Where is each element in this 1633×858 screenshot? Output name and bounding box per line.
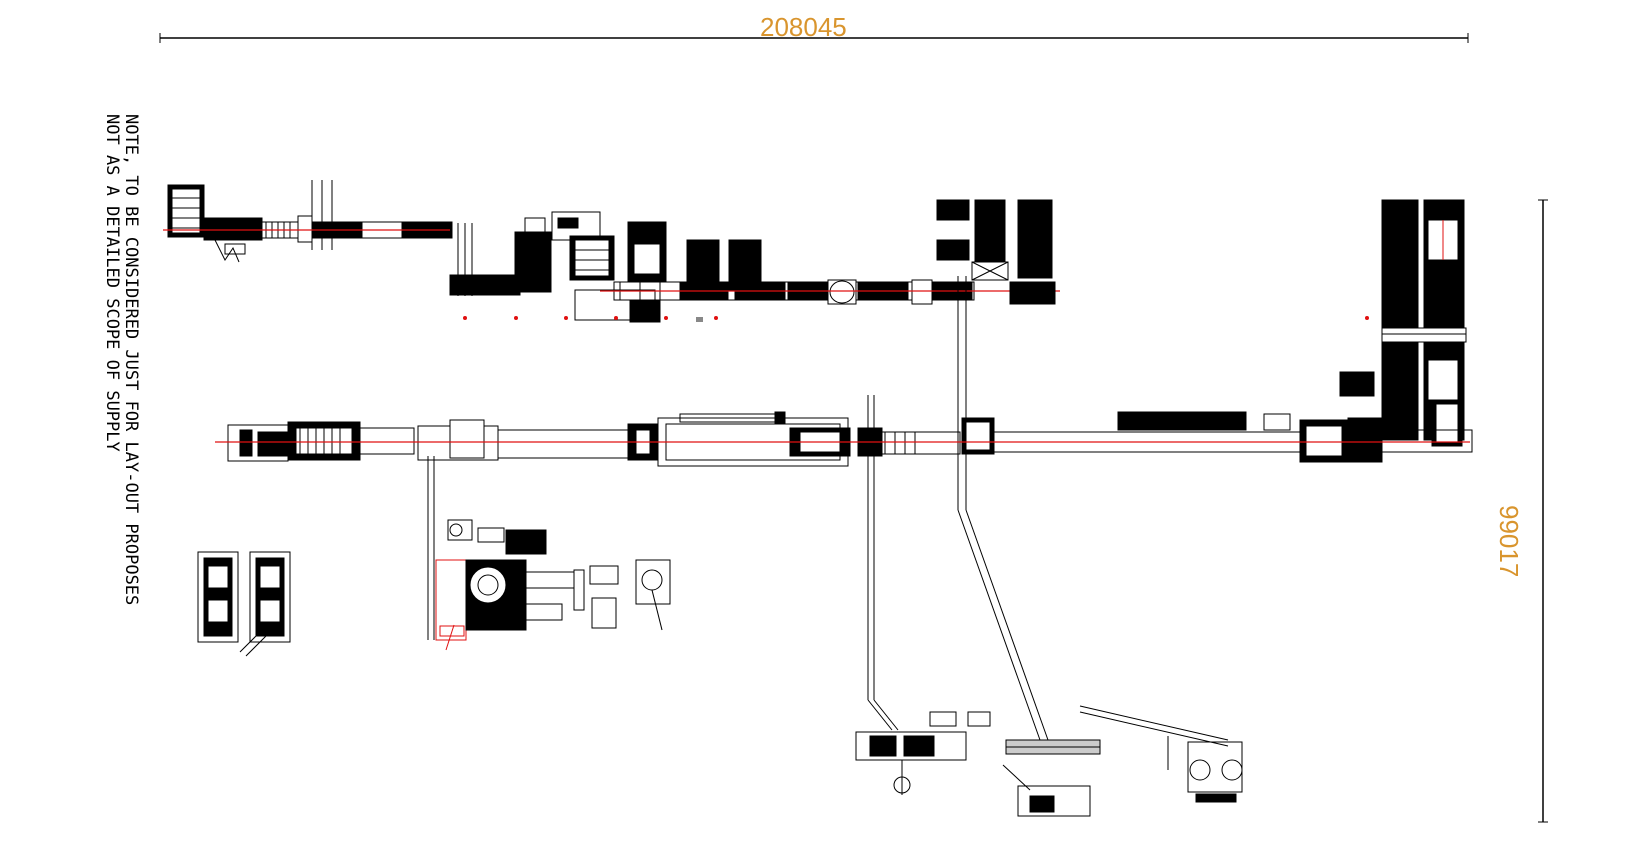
upper-line-middle-section <box>449 211 975 323</box>
upper-red-markers <box>463 316 1369 322</box>
main-line <box>227 395 1473 700</box>
note-line-2: NOT AS A DETAILED SCOPE OF SUPPLY <box>102 114 122 452</box>
lower-left-units <box>197 551 291 657</box>
layout-note: NOTE, TO BE CONSIDERED JUST FOR LAY-OUT … <box>102 114 141 606</box>
note-line-1: NOTE, TO BE CONSIDERED JUST FOR LAY-OUT … <box>121 114 141 606</box>
diagonal-conveyor <box>867 509 1049 741</box>
lower-middle-machine <box>427 456 671 651</box>
bottom-units <box>855 705 1243 817</box>
height-dimension-label: 99017 <box>1494 505 1524 578</box>
upper-line-left-section <box>167 180 453 263</box>
upper-line-right-section <box>936 199 1056 510</box>
right-vertical-section <box>1339 199 1467 447</box>
width-dimension-label: 208045 <box>760 12 847 42</box>
width-dimension-line <box>159 33 1469 43</box>
height-dimension-line <box>1538 199 1548 823</box>
